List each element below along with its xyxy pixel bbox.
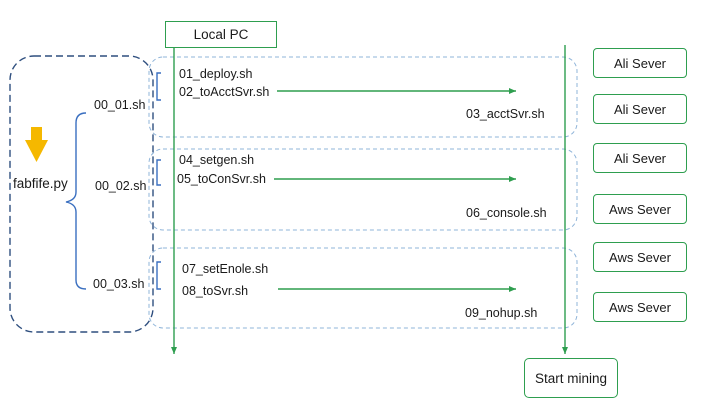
- server-label: Ali Sever: [613, 55, 667, 71]
- bracket-group-2: [156, 159, 161, 186]
- group-2-step-2: 05_toConSvr.sh: [177, 172, 266, 186]
- start-mining-label: Start mining: [534, 370, 608, 386]
- group-1-step-1: 01_deploy.sh: [179, 67, 253, 81]
- server-label: Ali Sever: [613, 150, 667, 166]
- bracket-group-3: [156, 261, 161, 290]
- local-pc-label: Local PC: [193, 27, 249, 42]
- bracket-group-1: [156, 72, 161, 101]
- server-box-3: Ali Sever: [593, 143, 687, 173]
- group-box-2: [148, 148, 578, 231]
- main-script-label: fabfife.py: [13, 176, 68, 191]
- server-box-6: Aws Sever: [593, 292, 687, 322]
- down-arrow-icon: [25, 127, 48, 162]
- group-1-step-2: 02_toAcctSvr.sh: [179, 85, 270, 99]
- server-box-2: Ali Sever: [593, 94, 687, 124]
- server-label: Aws Sever: [609, 299, 671, 315]
- server-label: Aws Sever: [609, 249, 671, 265]
- main-brace: [65, 112, 87, 290]
- main-script-container: [9, 55, 154, 333]
- group-3-step-1: 07_setEnole.sh: [182, 262, 269, 276]
- local-pc-box: Local PC: [165, 21, 277, 48]
- start-mining-box: Start mining: [524, 358, 618, 398]
- server-label: Aws Sever: [609, 201, 671, 217]
- group-2-target: 06_console.sh: [466, 206, 547, 220]
- group-2-shell: 00_02.sh: [95, 179, 147, 193]
- group-3-target: 09_nohup.sh: [465, 306, 538, 320]
- server-box-1: Ali Sever: [593, 48, 687, 78]
- server-box-4: Aws Sever: [593, 194, 687, 224]
- group-box-1: [148, 56, 578, 138]
- group-box-3: [148, 247, 578, 329]
- group-1-target: 03_acctSvr.sh: [466, 107, 545, 121]
- group-3-shell: 00_03.sh: [93, 277, 145, 291]
- group-2-step-1: 04_setgen.sh: [179, 153, 255, 167]
- server-box-5: Aws Sever: [593, 242, 687, 272]
- group-1-shell: 00_01.sh: [94, 98, 146, 112]
- server-label: Ali Sever: [613, 101, 667, 117]
- group-3-step-2: 08_toSvr.sh: [182, 284, 249, 298]
